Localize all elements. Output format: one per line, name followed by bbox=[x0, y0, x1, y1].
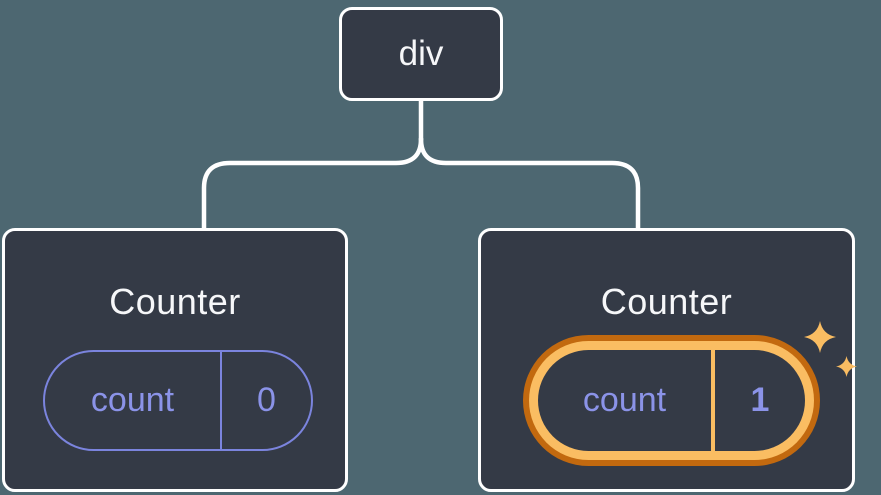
state-value-segment: 0 bbox=[222, 352, 311, 449]
state-pill-right-gold-ring: count 1 bbox=[529, 341, 814, 460]
root-node-div: div bbox=[339, 7, 503, 101]
counter-node-right-title: Counter bbox=[600, 281, 733, 322]
state-key-label: count bbox=[582, 381, 667, 419]
counter-node-left: Counter count 0 bbox=[2, 228, 348, 492]
state-value: 0 bbox=[257, 381, 276, 419]
counter-node-right: Counter count 1 bbox=[478, 228, 857, 492]
state-value: 1 bbox=[750, 381, 770, 419]
state-pill-left: count 0 bbox=[43, 350, 313, 451]
pill-divider bbox=[220, 352, 222, 449]
pill-divider bbox=[711, 350, 715, 451]
state-pill-right-highlight-ring: count 1 bbox=[523, 335, 820, 466]
state-key-segment: count bbox=[45, 352, 220, 449]
state-key-label: count bbox=[90, 381, 175, 419]
state-key-segment: count bbox=[538, 350, 711, 451]
state-value-segment: 1 bbox=[715, 350, 805, 451]
counter-node-left-title: Counter bbox=[109, 281, 241, 322]
root-node-label: div bbox=[398, 34, 444, 73]
sparkles-icon bbox=[804, 321, 857, 377]
state-pill-right: count 1 bbox=[538, 350, 805, 451]
